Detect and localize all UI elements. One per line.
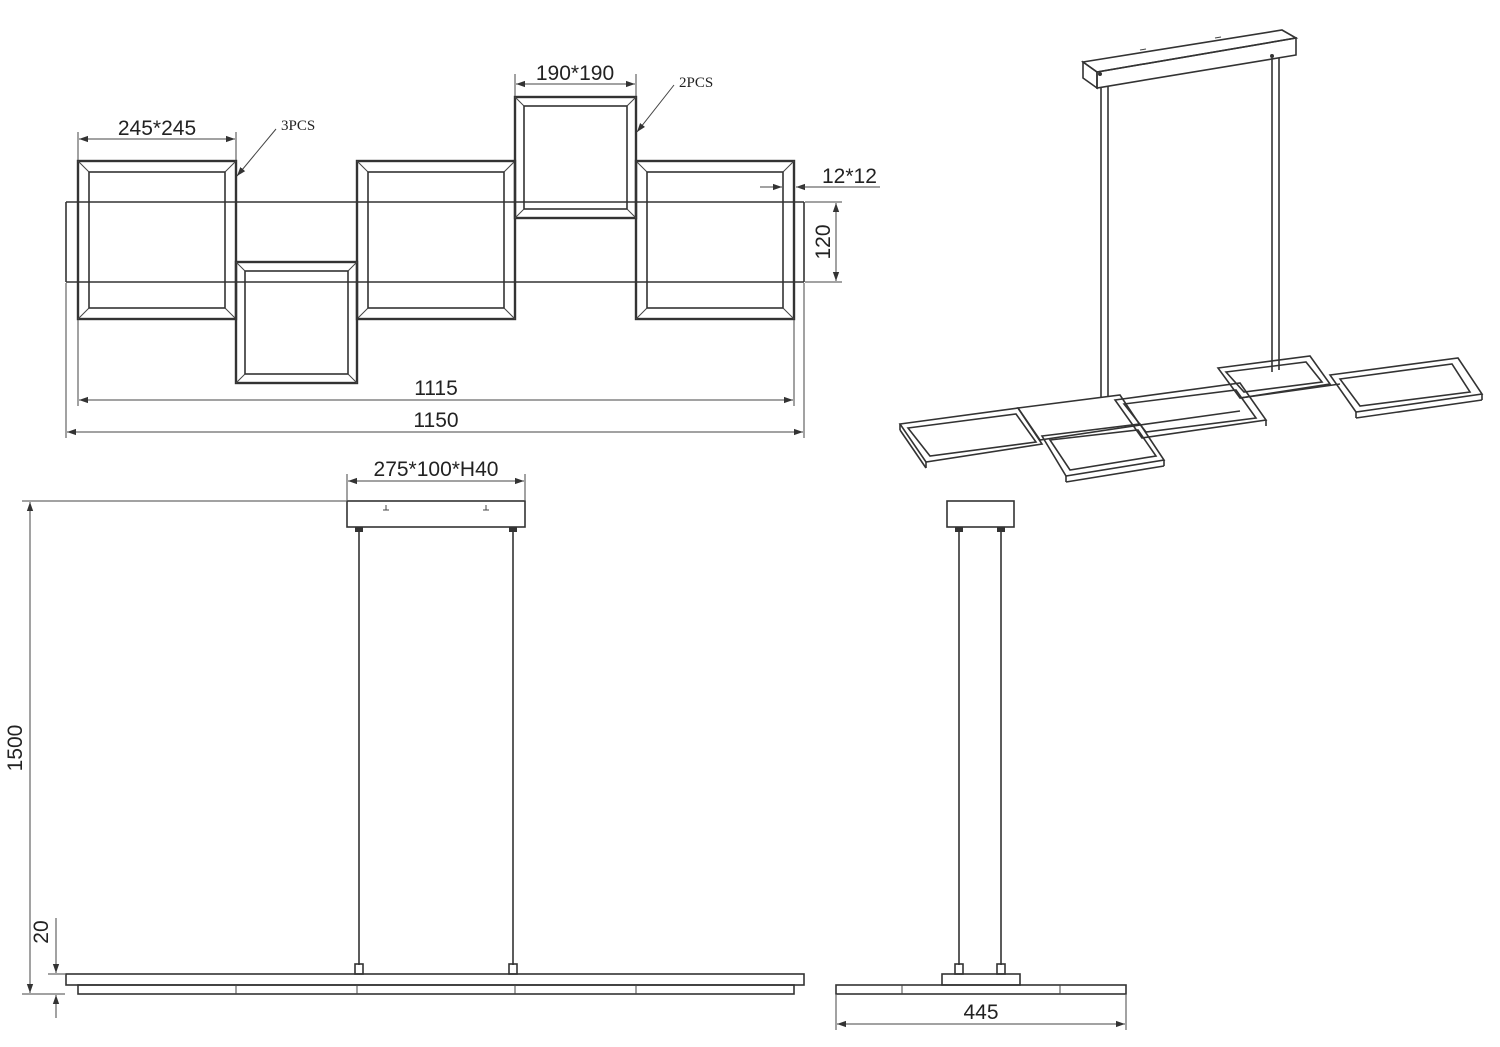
frame-large-3 [634, 159, 796, 321]
overall-length-label: 1150 [413, 409, 458, 432]
dim-side-width: 445 [835, 995, 1127, 1030]
side-fixture-body [835, 973, 1127, 995]
front-cables [354, 532, 518, 975]
isometric-view [898, 29, 1484, 483]
side-view: 445 [835, 500, 1127, 1030]
dim-overall-length: 1150 [65, 283, 805, 438]
side-width-label: 445 [963, 1001, 998, 1024]
bar-height-label: 120 [812, 224, 835, 259]
frame-small-1 [234, 260, 359, 385]
front-view: 275*100*H40 1500 20 [4, 458, 805, 1018]
dim-inner-length: 1115 [77, 320, 795, 406]
frame-small-2 [513, 95, 638, 220]
large-count-label: 3PCS [281, 118, 315, 134]
side-canopy [946, 500, 1015, 532]
iso-cables [1100, 58, 1280, 398]
inner-length-label: 1115 [414, 377, 458, 400]
iso-canopy [1080, 29, 1299, 90]
profile-size-label: 12*12 [822, 165, 877, 188]
leader-small-count: 2PCS [636, 75, 713, 133]
front-canopy [346, 500, 526, 532]
iso-fixture [898, 355, 1484, 483]
side-cables [954, 532, 1006, 975]
large-square-size-label: 245*245 [118, 117, 196, 140]
dim-total-height: 1500 [4, 500, 346, 995]
dim-canopy: 275*100*H40 [346, 458, 526, 500]
small-square-size-label: 190*190 [536, 62, 614, 85]
dim-profile: 12*12 [760, 165, 880, 191]
front-fixture-body [65, 973, 805, 995]
canopy-size-label: 275*100*H40 [374, 458, 499, 481]
central-bar [65, 201, 805, 283]
dim-small-square: 190*190 [514, 62, 637, 96]
dim-bar-height: 120 [805, 201, 842, 283]
body-height-label: 20 [30, 920, 53, 943]
top-view: 245*245 3PCS 190*190 2PCS 12*12 [65, 62, 880, 438]
total-height-label: 1500 [4, 725, 27, 772]
frame-large-1 [76, 159, 238, 321]
small-count-label: 2PCS [679, 75, 713, 91]
dim-body-height: 20 [30, 918, 65, 1018]
dim-large-square: 245*245 [77, 117, 237, 160]
leader-large-count: 3PCS [236, 118, 315, 177]
frame-large-2 [355, 159, 517, 321]
